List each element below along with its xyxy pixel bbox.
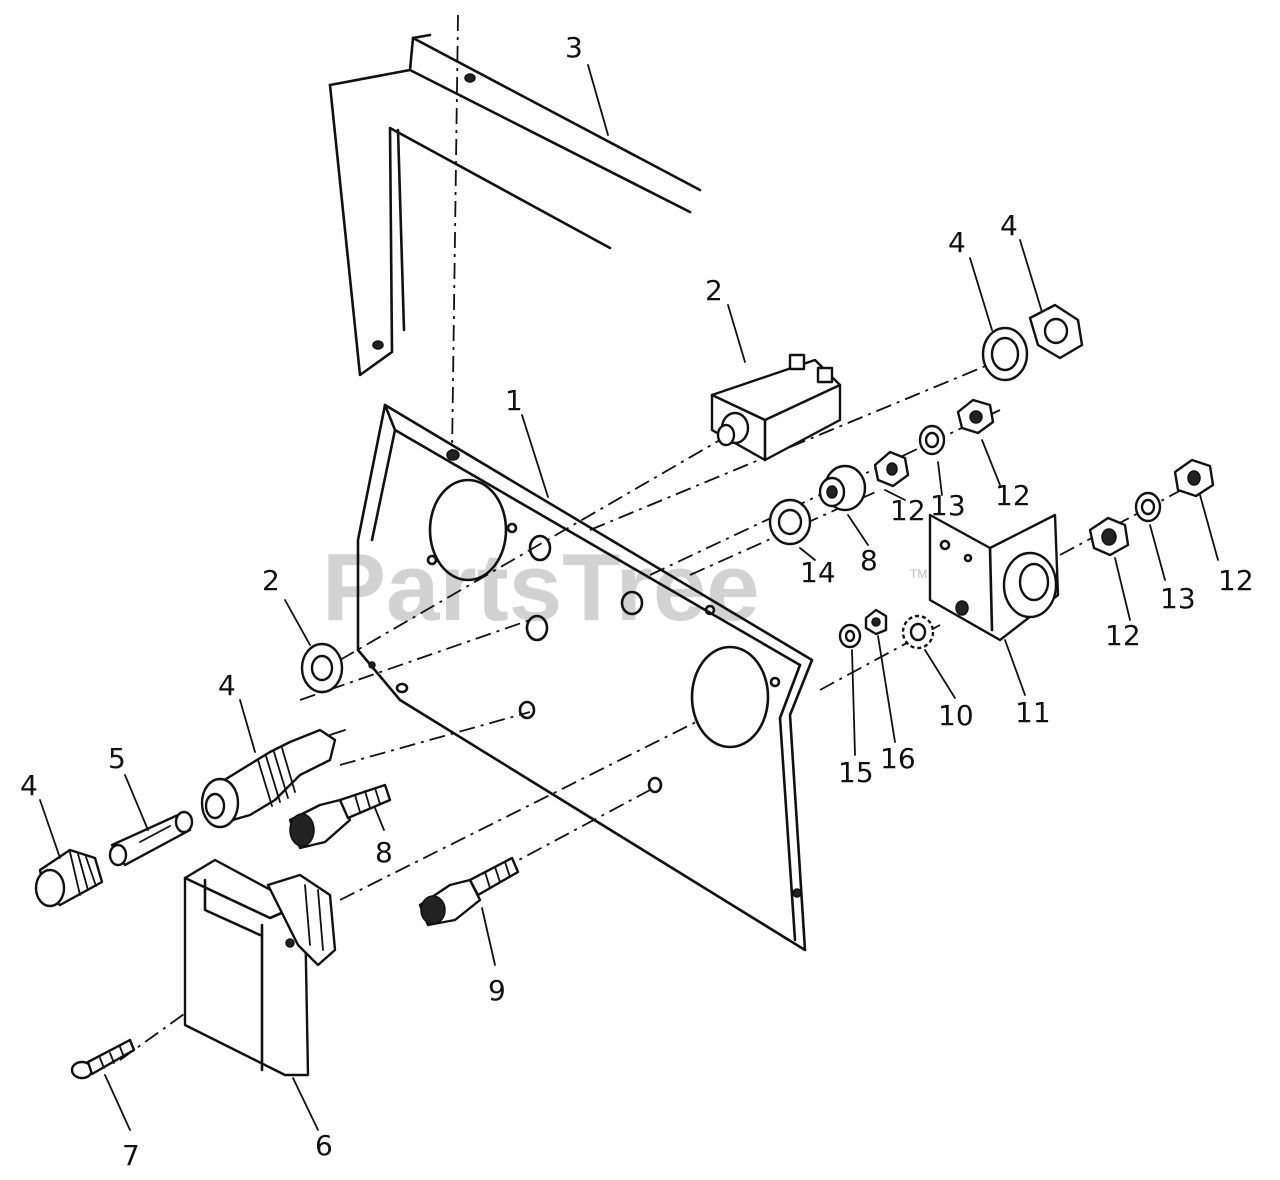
callout-2-left: 2 [262, 564, 280, 597]
part-8-bushing [818, 464, 867, 512]
callout-10: 10 [938, 699, 974, 732]
partstree-watermark: PartsTree [322, 534, 760, 641]
part-3-angle-bracket [328, 33, 702, 377]
leader-lines [39, 64, 1219, 1131]
callout-15: 15 [838, 756, 874, 789]
part-8-screw [288, 783, 392, 850]
part-4-washer-top [981, 326, 1029, 382]
callout-11: 11 [1015, 696, 1051, 729]
part-6-switch-housing [183, 858, 337, 1077]
callout-6: 6 [315, 1129, 333, 1162]
part-2-relay [710, 353, 842, 462]
axis-line-15 [819, 624, 941, 691]
part-4-knob [34, 848, 104, 908]
callout-12-a: 12 [890, 494, 926, 527]
axis-line-fuse [299, 619, 531, 701]
callout-1: 1 [505, 384, 523, 417]
part-4-fuse-holder [200, 728, 346, 829]
axis-line-right [1059, 479, 1201, 556]
panel-hole-8 [518, 700, 536, 720]
callout-5: 5 [108, 742, 126, 775]
part-13-washer-b [1134, 491, 1162, 523]
axis-line-6 [339, 719, 701, 901]
part-14-washer [768, 498, 812, 546]
callout-14: 14 [800, 556, 836, 589]
callout-4-left: 4 [20, 769, 38, 802]
axis-line-2 [339, 439, 721, 661]
callout-12-d: 12 [1218, 564, 1254, 597]
callout-labels: 3 2 4 4 1 12 13 12 8 14 2 12 13 12 11 10… [20, 31, 1254, 1172]
callout-7: 7 [122, 1139, 140, 1172]
part-2-washer-left [300, 642, 344, 694]
part-12-nut-c [1088, 516, 1130, 557]
part-12-nut-d [1173, 458, 1215, 498]
part-9-screw [418, 856, 520, 927]
part-12-nut-b [956, 398, 995, 435]
part-5-fuse [108, 810, 194, 867]
part-10-lockwasher [901, 614, 935, 650]
callout-12-b: 12 [995, 479, 1031, 512]
part-7-screw [70, 1038, 136, 1080]
callout-2-top: 2 [705, 274, 723, 307]
callout-3: 3 [565, 31, 583, 64]
part-4-nut-top [1028, 303, 1084, 360]
callout-4-mid: 4 [218, 669, 236, 702]
axis-line-8 [339, 711, 531, 766]
callout-4-b: 4 [1000, 209, 1018, 242]
callout-13-a: 13 [930, 489, 966, 522]
callout-4-a: 4 [948, 226, 966, 259]
callout-12-c: 12 [1105, 619, 1141, 652]
callout-8-bot: 8 [375, 836, 393, 869]
part-16-nut [864, 608, 888, 636]
part-1-main-panel [356, 403, 814, 952]
axis-line-bracket [451, 14, 459, 456]
callout-13-b: 13 [1160, 582, 1196, 615]
trademark-mark: TM [910, 567, 927, 581]
callout-9: 9 [488, 974, 506, 1007]
axis-line-9 [499, 789, 651, 871]
part-11-bracket [928, 513, 1060, 642]
part-13-washer-a [918, 424, 946, 456]
part-12-nut-a [873, 450, 910, 488]
callout-16: 16 [880, 742, 916, 775]
callout-8-top: 8 [860, 544, 878, 577]
part-15-washer [838, 623, 862, 649]
panel-hole-9 [647, 776, 663, 794]
